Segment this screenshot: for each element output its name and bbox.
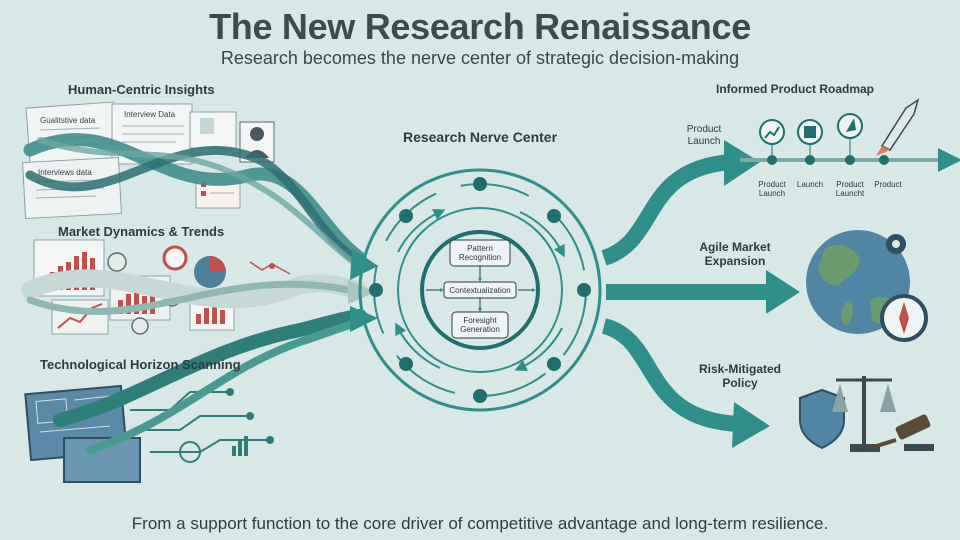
human-centric-title: Human-Centric Insights — [68, 82, 215, 97]
nerve-center-title: Research Nerve Center — [402, 129, 558, 145]
milestone-1: Product Launch — [758, 180, 786, 198]
milestone-4: Product — [874, 180, 902, 189]
milestone-3: Product Launcht — [835, 180, 865, 198]
market-dynamics-title: Market Dynamics & Trends — [58, 224, 225, 239]
roadmap-title: Informed Product Roadmap — [716, 82, 875, 96]
nerve-center-stage-boxes — [426, 239, 536, 339]
doc-label-interviews: Interviews data — [38, 168, 92, 177]
page-subtitle: Research becomes the nerve center of str… — [220, 48, 740, 68]
doc-label-qualitative: Gualitstive data — [40, 116, 96, 125]
stage-contextualization: Contextualization — [449, 286, 511, 295]
globe-icon — [806, 230, 928, 342]
tech-blueprints — [24, 384, 274, 483]
stage-foresight-generation: Foresight Generation — [460, 316, 500, 334]
policy-icons — [799, 376, 934, 452]
output-arrows — [601, 154, 770, 432]
output-arrowheads — [724, 140, 800, 448]
stage-pattern-recognition: Pattern Recognition — [458, 244, 502, 262]
page-footer: From a support function to the core driv… — [131, 514, 829, 533]
agile-expansion-title: Agile Market Expansion — [699, 240, 771, 268]
human-centric-documents — [22, 101, 275, 219]
page-title: The New Research Renaissance — [209, 6, 751, 47]
milestone-2: Launch — [796, 180, 824, 189]
doc-label-interview: Interview Data — [124, 110, 176, 119]
tech-horizon-title: Technological Horizon Scanning — [40, 357, 241, 372]
nerve-center-nodes — [369, 177, 591, 403]
roadmap-timeline — [740, 98, 960, 172]
input-streams — [21, 133, 367, 454]
roadmap-arrow-label: Product Launch — [686, 124, 722, 147]
risk-policy-title: Risk-Mitigated Policy — [698, 362, 781, 390]
